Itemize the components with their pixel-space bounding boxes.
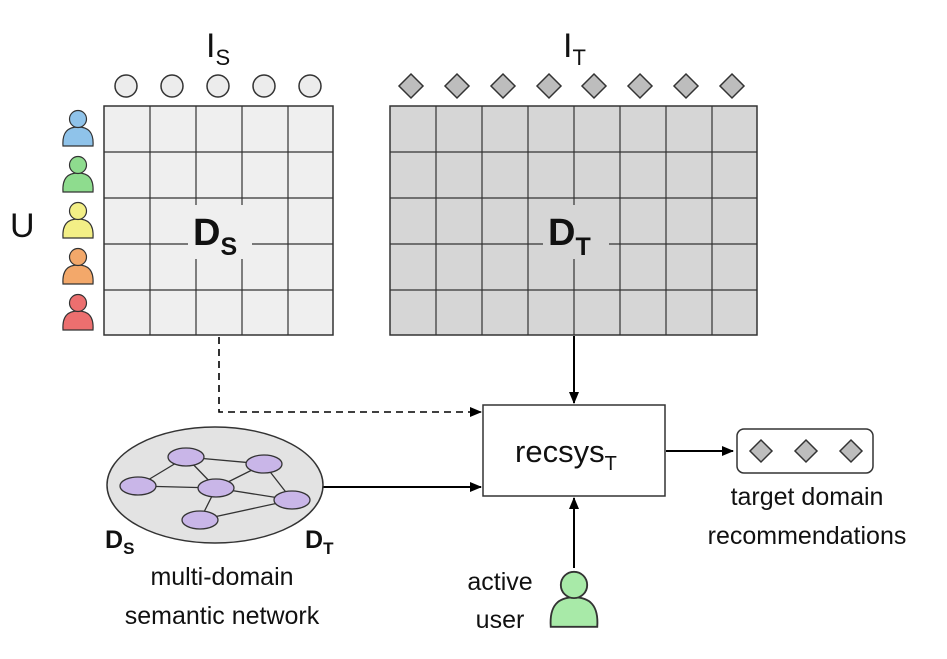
user-icon — [62, 293, 94, 331]
target-item-icons — [397, 72, 746, 100]
circle-icon — [206, 74, 230, 98]
network-target-label: DT — [305, 526, 334, 558]
network-source-label: DS — [105, 526, 134, 558]
recommendations-caption-line2: recommendations — [708, 522, 907, 550]
target-matrix: DT — [389, 105, 758, 336]
active-user-label-line1: active — [467, 568, 532, 596]
network-caption-line2: semantic network — [125, 602, 320, 630]
diamond-icon — [838, 438, 864, 464]
user-icon — [62, 155, 94, 193]
source-item-icons — [114, 74, 322, 98]
circle-icon — [114, 74, 138, 98]
circle-icon — [252, 74, 276, 98]
circle-icon — [160, 74, 184, 98]
diamond-icon — [535, 72, 563, 100]
source-matrix: DS — [103, 105, 334, 336]
users-label: U — [10, 207, 35, 245]
recsys-label: recsysT — [515, 434, 617, 475]
recsys-box: recsysT — [482, 404, 666, 497]
active-user-label-line2: user — [476, 606, 525, 634]
diamond-icon — [397, 72, 425, 100]
recommendations-caption-line1: target domain — [731, 483, 884, 511]
user-icons — [62, 109, 94, 331]
source-to-recsys-dashed-arrow — [218, 337, 482, 417]
user-icon — [62, 201, 94, 239]
diamond-icon — [748, 438, 774, 464]
network-node — [197, 478, 235, 498]
diamond-icon — [626, 72, 654, 100]
source-matrix-label: DS — [193, 212, 237, 261]
diamond-icon — [443, 72, 471, 100]
user-icon — [62, 109, 94, 147]
target-items-label: IT — [563, 27, 586, 70]
network-node — [245, 454, 283, 474]
recommendations-box — [736, 428, 874, 474]
diamond-icon — [489, 72, 517, 100]
diamond-icon — [793, 438, 819, 464]
semantic-network — [106, 426, 324, 544]
network-node — [181, 510, 219, 530]
diamond-icon — [580, 72, 608, 100]
network-node — [167, 447, 205, 467]
diamond-icon — [718, 72, 746, 100]
active-user-icon — [549, 570, 599, 628]
network-node — [273, 490, 311, 510]
network-node — [119, 476, 157, 496]
target-matrix-label: DT — [548, 212, 591, 261]
source-items-label: IS — [206, 27, 230, 70]
circle-icon — [298, 74, 322, 98]
user-icon — [62, 247, 94, 285]
diamond-icon — [672, 72, 700, 100]
network-caption-line1: multi-domain — [150, 563, 293, 591]
